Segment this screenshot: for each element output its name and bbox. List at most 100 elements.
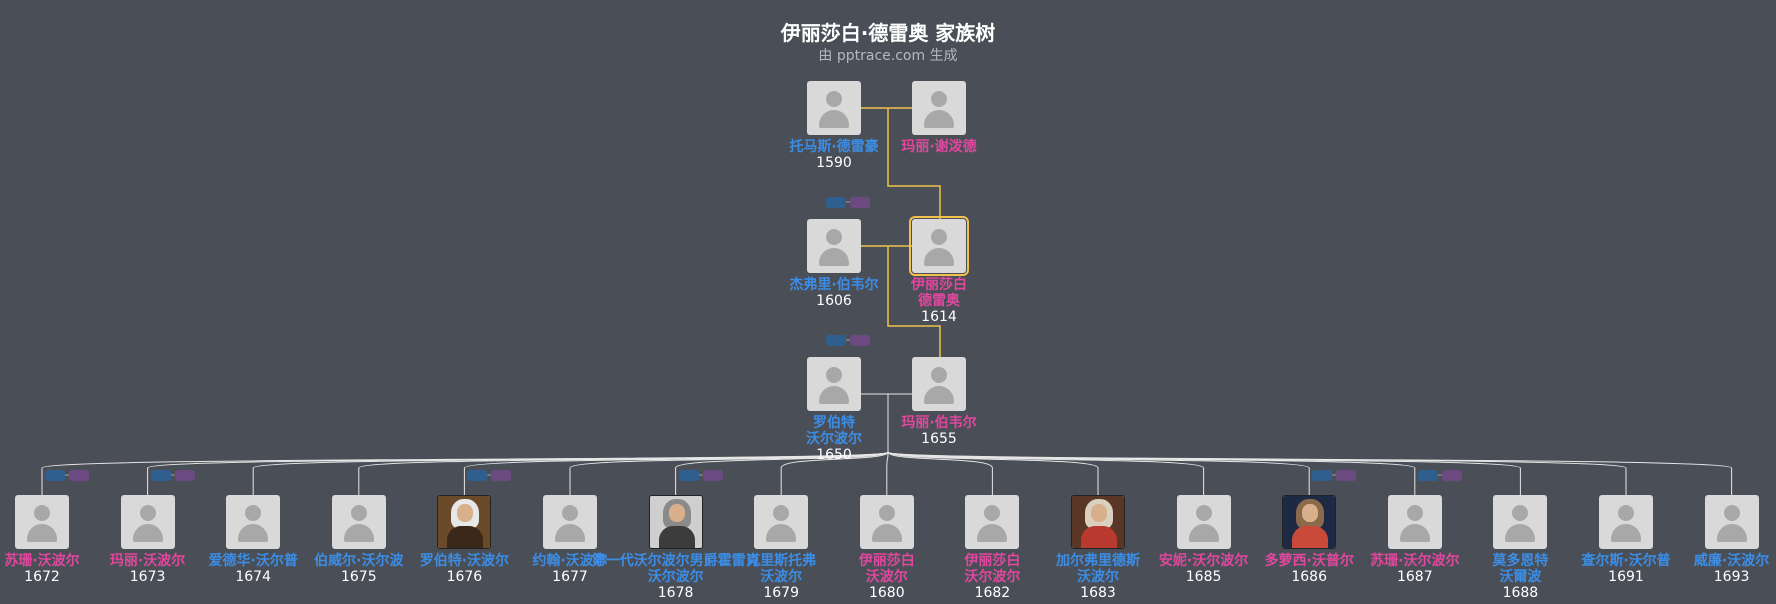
person-silhouette-icon[interactable] <box>912 81 966 135</box>
expand-spouse-toggle[interactable] <box>1417 470 1438 481</box>
person-name[interactable]: 玛丽·沃波尔 <box>109 553 186 569</box>
person-name[interactable]: 伊丽莎白 德雷奥 <box>911 277 967 309</box>
person-name[interactable]: 伯威尔·沃尔波 <box>314 553 404 569</box>
portrait-face <box>457 504 474 522</box>
person-name[interactable]: 苏珊·沃尔波尔 <box>1370 553 1460 569</box>
person-name[interactable]: 杰弗里·伯韦尔 <box>789 277 879 293</box>
person-silhouette-icon[interactable] <box>543 495 597 549</box>
expand-spouse-toggle[interactable] <box>491 470 512 481</box>
person-name[interactable]: 玛丽·伯韦尔 <box>901 415 977 431</box>
person-name[interactable]: 第一代沃尔波尔男爵霍雷肖 <box>591 553 760 569</box>
birth-year: 1677 <box>552 569 588 585</box>
expand-spouse-toggle[interactable] <box>174 470 195 481</box>
birth-year: 1674 <box>235 569 271 585</box>
person-silhouette-icon[interactable] <box>1176 495 1231 549</box>
expand-spouse-toggle[interactable] <box>678 470 699 481</box>
person-name[interactable]: 罗伯特·沃波尔 <box>419 553 510 569</box>
person-name[interactable]: 爱德华·沃尔普 <box>208 553 298 569</box>
birth-year: 1687 <box>1396 569 1433 585</box>
person-silhouette-icon[interactable] <box>965 495 1020 549</box>
silhouette-body <box>977 524 1008 542</box>
silhouette-body <box>924 110 954 128</box>
person-name[interactable]: 托马斯·德雷豪 <box>789 139 879 155</box>
expand-spouse-toggle[interactable] <box>1312 470 1333 481</box>
person-name[interactable]: 伊丽莎白 沃波尔 <box>858 553 915 585</box>
portrait-photo[interactable] <box>1282 495 1337 549</box>
person-name[interactable]: 查尔斯·沃尔普 <box>1581 553 1671 569</box>
birth-year: 1683 <box>1080 585 1116 601</box>
person-name[interactable]: 莫多恩特 沃爾波 <box>1492 553 1549 585</box>
expand-spouse-toggle[interactable] <box>1441 470 1462 481</box>
person-name[interactable]: 加尔弗里德斯 沃波尔 <box>1056 553 1140 585</box>
person-silhouette-icon[interactable] <box>807 219 861 273</box>
person-silhouette-icon[interactable] <box>226 495 281 549</box>
person-name[interactable]: 安妮·沃尔波尔 <box>1158 553 1249 569</box>
portrait-photo[interactable] <box>437 495 492 549</box>
expand-spouse-toggle[interactable] <box>150 470 171 481</box>
person-name[interactable]: 克里斯托弗 沃波尔 <box>746 553 817 585</box>
person-name[interactable]: 伊丽莎白 沃尔波尔 <box>964 553 1021 585</box>
connector-line <box>569 451 889 495</box>
person-silhouette-icon[interactable] <box>859 495 914 549</box>
person-name[interactable]: 罗伯特 沃尔波尔 <box>806 415 862 447</box>
portrait-photo[interactable] <box>1071 495 1125 549</box>
expand-spouse-toggle[interactable] <box>1336 470 1357 481</box>
expand-spouse-toggle[interactable] <box>467 470 488 481</box>
expand-spouse-toggle[interactable] <box>45 470 65 481</box>
person-silhouette-icon[interactable] <box>120 495 175 549</box>
person-silhouette-icon[interactable] <box>1599 495 1653 549</box>
person-silhouette-icon[interactable] <box>807 81 861 135</box>
person-name-line-2[interactable]: 沃尔波尔 <box>647 569 704 585</box>
silhouette-head <box>984 505 1001 521</box>
expand-spouse-toggle[interactable] <box>69 470 89 481</box>
person-name[interactable]: 苏珊·沃波尔 <box>4 553 80 569</box>
expand-spouse-toggle[interactable] <box>826 335 846 346</box>
person-silhouette-icon[interactable] <box>1387 495 1442 549</box>
expand-spouse-toggle[interactable] <box>702 470 723 481</box>
person-name[interactable]: 威廉·沃波尔 <box>1693 553 1770 569</box>
expand-spouse-toggle[interactable] <box>850 335 870 346</box>
person-card[interactable]: 玛丽·谢泼德 <box>884 81 994 155</box>
silhouette-body <box>132 524 163 542</box>
silhouette-body <box>819 110 849 128</box>
expand-spouse-toggle[interactable] <box>850 197 870 208</box>
person-silhouette-icon[interactable] <box>1493 495 1548 549</box>
person-name[interactable]: 约翰·沃波尔 <box>532 553 608 569</box>
person-silhouette-icon[interactable] <box>912 357 966 411</box>
person-silhouette-icon[interactable] <box>331 495 386 549</box>
person-name[interactable]: 多萝西·沃普尔 <box>1264 553 1354 569</box>
person-silhouette-icon[interactable] <box>15 495 69 549</box>
person-silhouette-icon[interactable] <box>1704 495 1759 549</box>
birth-year: 1655 <box>921 431 957 447</box>
person-silhouette-icon[interactable] <box>754 495 809 549</box>
expand-spouse-toggle[interactable] <box>826 197 846 208</box>
portrait-photo[interactable] <box>648 495 703 549</box>
silhouette-body <box>819 386 849 404</box>
person-silhouette-icon[interactable] <box>807 357 861 411</box>
person-silhouette-icon[interactable] <box>909 216 969 276</box>
silhouette-head <box>1618 505 1634 521</box>
person-name[interactable]: 玛丽·谢泼德 <box>901 139 977 155</box>
